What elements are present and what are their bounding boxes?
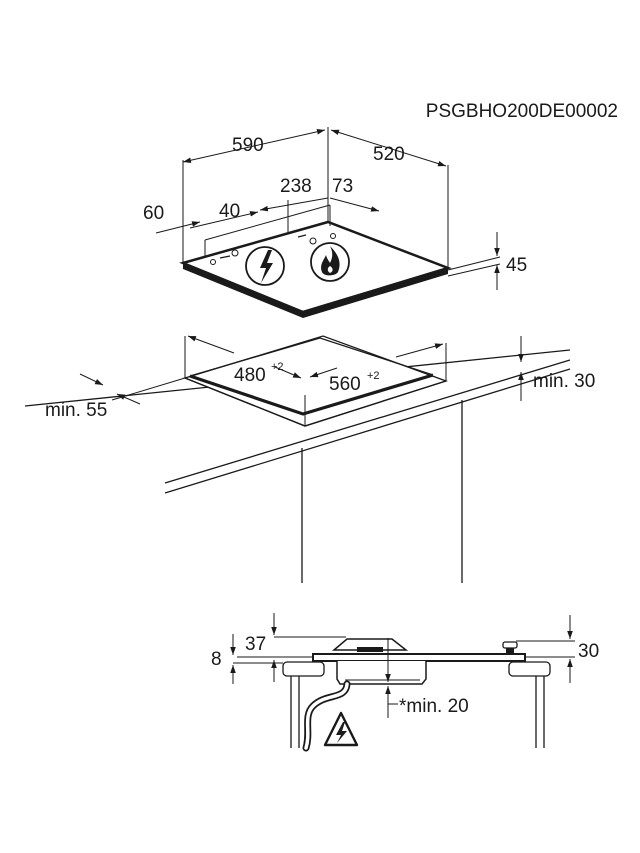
section-view: 37 8 30 *min. 20 <box>211 613 599 752</box>
cutout-width: 560 <box>329 374 361 395</box>
dim-height: 45 <box>506 255 527 276</box>
electric-warning-icon <box>323 711 359 747</box>
section-right-height: 30 <box>578 641 599 662</box>
min-back-clearance: min. 30 <box>533 371 595 392</box>
electric-hazard-icon <box>245 246 285 286</box>
drawing-code: PSGBHO200DE00002 <box>426 101 618 122</box>
hob-top-view: 590 520 238 73 60 40 45 <box>143 127 527 318</box>
cutout-depth: 480 <box>234 365 266 386</box>
dim-width: 590 <box>232 135 264 156</box>
dim-control-right: 73 <box>332 176 353 197</box>
dim-control-offset-left: 60 <box>143 203 164 224</box>
dim-control-width: 238 <box>280 176 312 197</box>
cutout-depth-tolerance: +2 <box>271 361 284 373</box>
section-worktop-gap: 8 <box>211 649 222 670</box>
dim-depth: 520 <box>373 144 405 165</box>
dim-control-offset-front: 40 <box>219 201 240 222</box>
gas-flame-icon <box>310 242 350 282</box>
min-front-clearance: min. 55 <box>45 400 107 421</box>
worktop-cutout: 480 +2 560 +2 min. 55 min. 30 <box>24 335 595 583</box>
cutout-width-tolerance: +2 <box>367 370 380 382</box>
section-top-height: 37 <box>245 634 266 655</box>
min-below-clearance: *min. 20 <box>399 696 469 717</box>
